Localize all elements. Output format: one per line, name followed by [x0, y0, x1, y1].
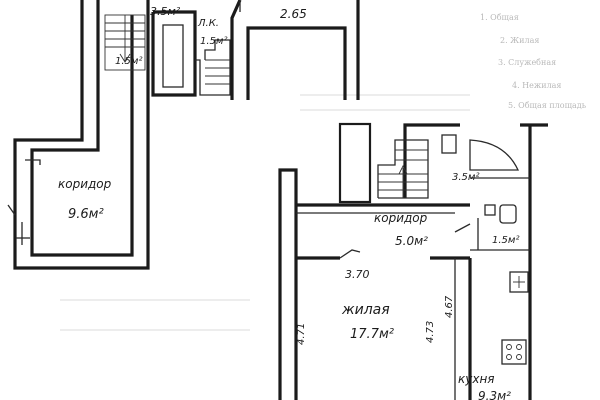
- left-block-walls: [7, 0, 150, 270]
- corridor-right-area: 5.0м²: [395, 234, 428, 248]
- living-left-dim: 4.71: [296, 323, 307, 345]
- svg-text:3. Служебная: 3. Служебная: [498, 58, 556, 67]
- living-right-dim: 4.73: [425, 321, 436, 343]
- sink-icon: [509, 271, 529, 293]
- living-width-dim: 3.70: [345, 268, 370, 281]
- stairs-icon: [377, 139, 429, 199]
- top-right-room-walls: [230, 0, 360, 100]
- top-area-label: 3.5м²: [150, 5, 181, 18]
- corridor-right-name: коридор: [374, 211, 428, 225]
- wc-area-label: 1.5м²: [492, 235, 519, 246]
- wc-stairs: [195, 39, 231, 96]
- top-room-value: 2.65: [280, 7, 307, 21]
- svg-text:5. Общая площадь: 5. Общая площадь: [508, 101, 587, 110]
- svg-text:1. Общая: 1. Общая: [480, 13, 519, 22]
- kitchen-left-dim: 4.67: [444, 295, 455, 318]
- wc-tag-label: Л.К.: [197, 18, 219, 29]
- living-room-name: жилая: [341, 302, 390, 318]
- sink-icon: [441, 134, 520, 171]
- bathtub-icon: [338, 122, 372, 204]
- kitchen-area: 9.3м²: [478, 389, 511, 400]
- corridor-left-name: коридор: [58, 177, 112, 191]
- stair-area-label: 1.5м²: [115, 56, 142, 67]
- corridor-left-area: 9.6м²: [68, 207, 104, 222]
- kitchen-name: кухня: [458, 372, 495, 386]
- stairs-icon: [104, 14, 146, 71]
- toilet-icon: [484, 204, 517, 224]
- bath-right-area: 3.5м²: [452, 172, 479, 183]
- svg-text:2. Жилая: 2. Жилая: [500, 36, 539, 45]
- center-shaft: [151, 10, 197, 97]
- faint-background-text: 1. Общая 2. Жилая 3. Служебная 4. Нежила…: [60, 13, 587, 331]
- living-room-area: 17.7м²: [350, 327, 394, 342]
- bath-area-label: 1.5м²: [200, 36, 227, 47]
- stove-icon: [501, 339, 527, 365]
- svg-text:4. Нежилая: 4. Нежилая: [512, 81, 561, 90]
- right-block-walls: [278, 123, 548, 400]
